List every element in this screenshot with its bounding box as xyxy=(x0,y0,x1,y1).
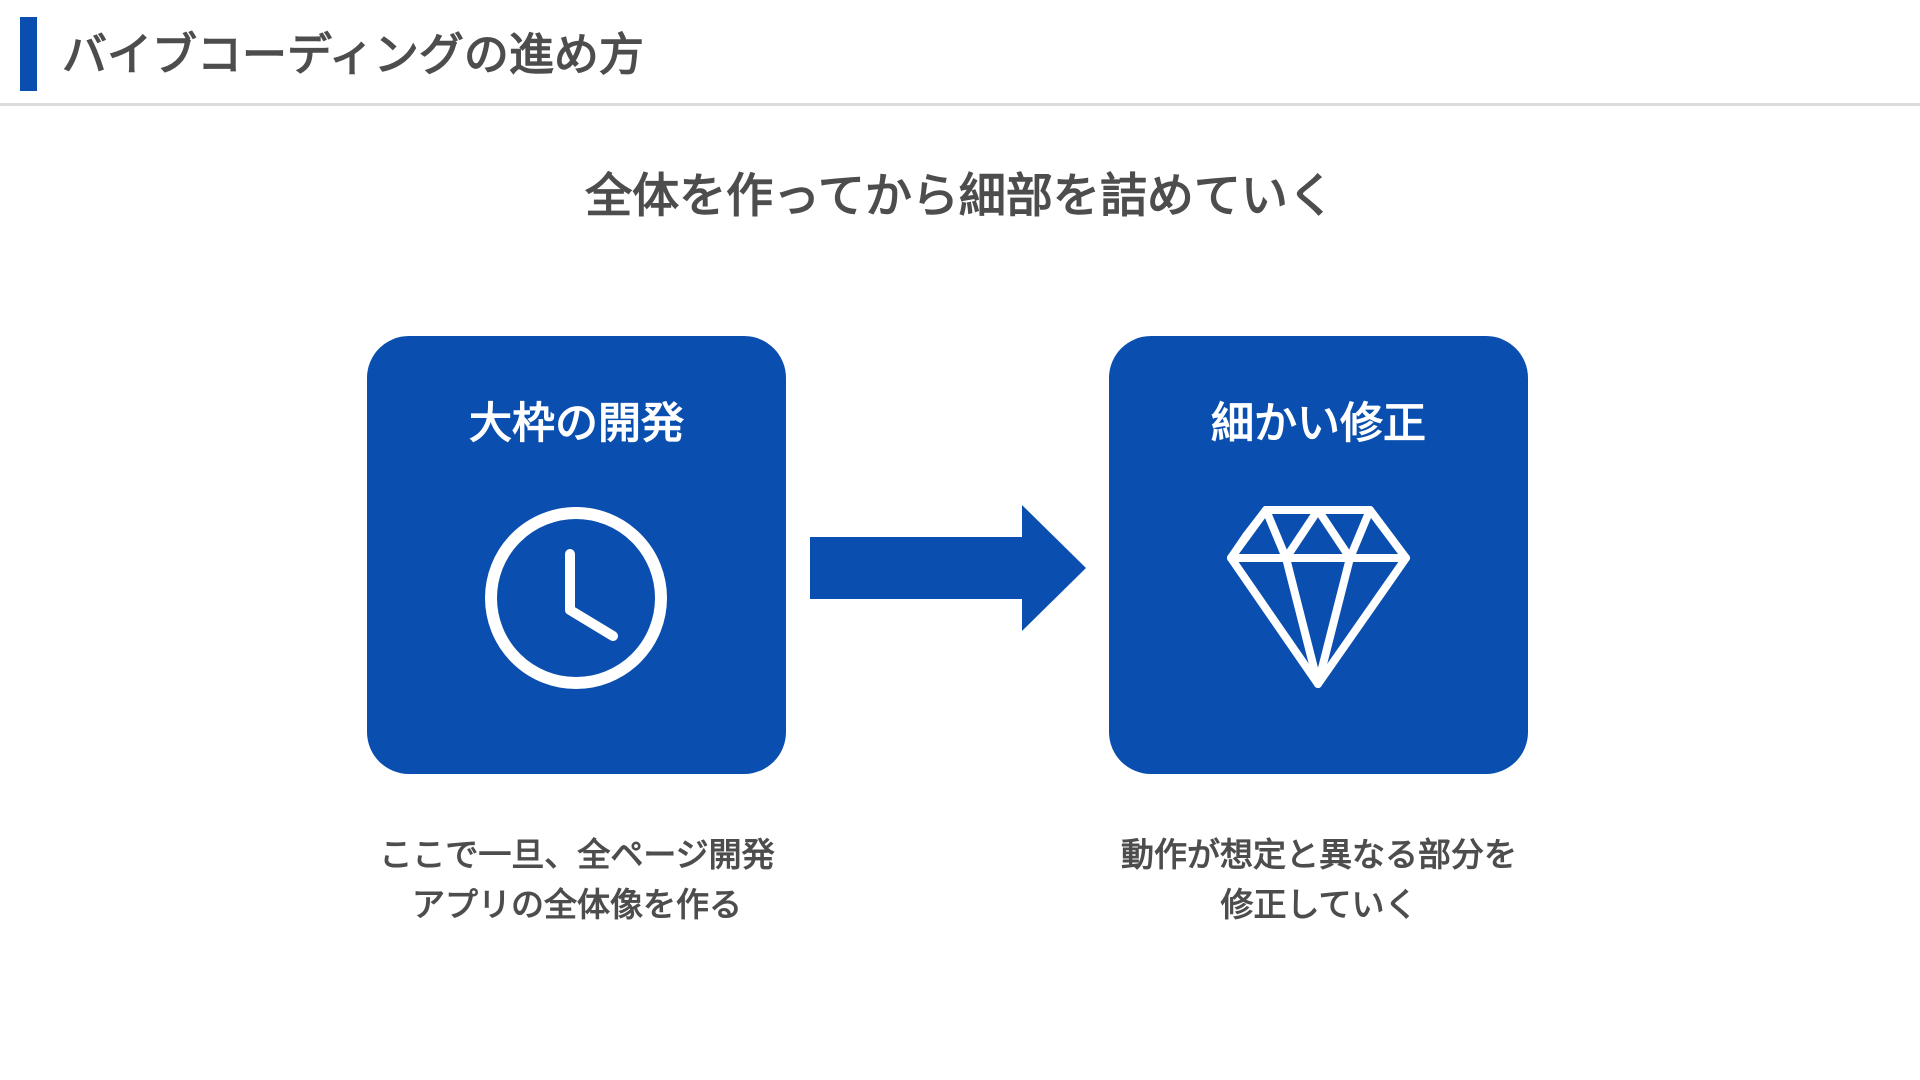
title-accent-strip xyxy=(20,17,37,91)
step-card-fine-tuning: 細かい修正 xyxy=(1109,336,1528,774)
step-card-title: 細かい修正 xyxy=(1211,399,1426,449)
diamond-icon xyxy=(1227,506,1410,688)
page-title: バイブコーディングの進め方 xyxy=(62,28,644,81)
description-line: 動作が想定と異なる部分を xyxy=(1121,835,1517,874)
slide-subtitle: 全体を作ってから細部を詰めていく xyxy=(585,169,1335,224)
step-card-rough-development: 大枠の開発 xyxy=(367,336,786,774)
description-line: 修正していく xyxy=(1220,885,1418,924)
description-line: アプリの全体像を作る xyxy=(412,885,742,924)
arrow-right-icon xyxy=(810,505,1086,631)
description-line: ここで一旦、全ページ開発 xyxy=(379,835,775,874)
clock-icon xyxy=(485,507,667,689)
step-card-title: 大枠の開発 xyxy=(469,399,684,449)
step-description-rough-development: ここで一旦、全ページ開発 アプリの全体像を作る xyxy=(317,830,837,930)
step-description-fine-tuning: 動作が想定と異なる部分を 修正していく xyxy=(1059,830,1579,930)
title-bar: バイブコーディングの進め方 xyxy=(0,0,1920,106)
